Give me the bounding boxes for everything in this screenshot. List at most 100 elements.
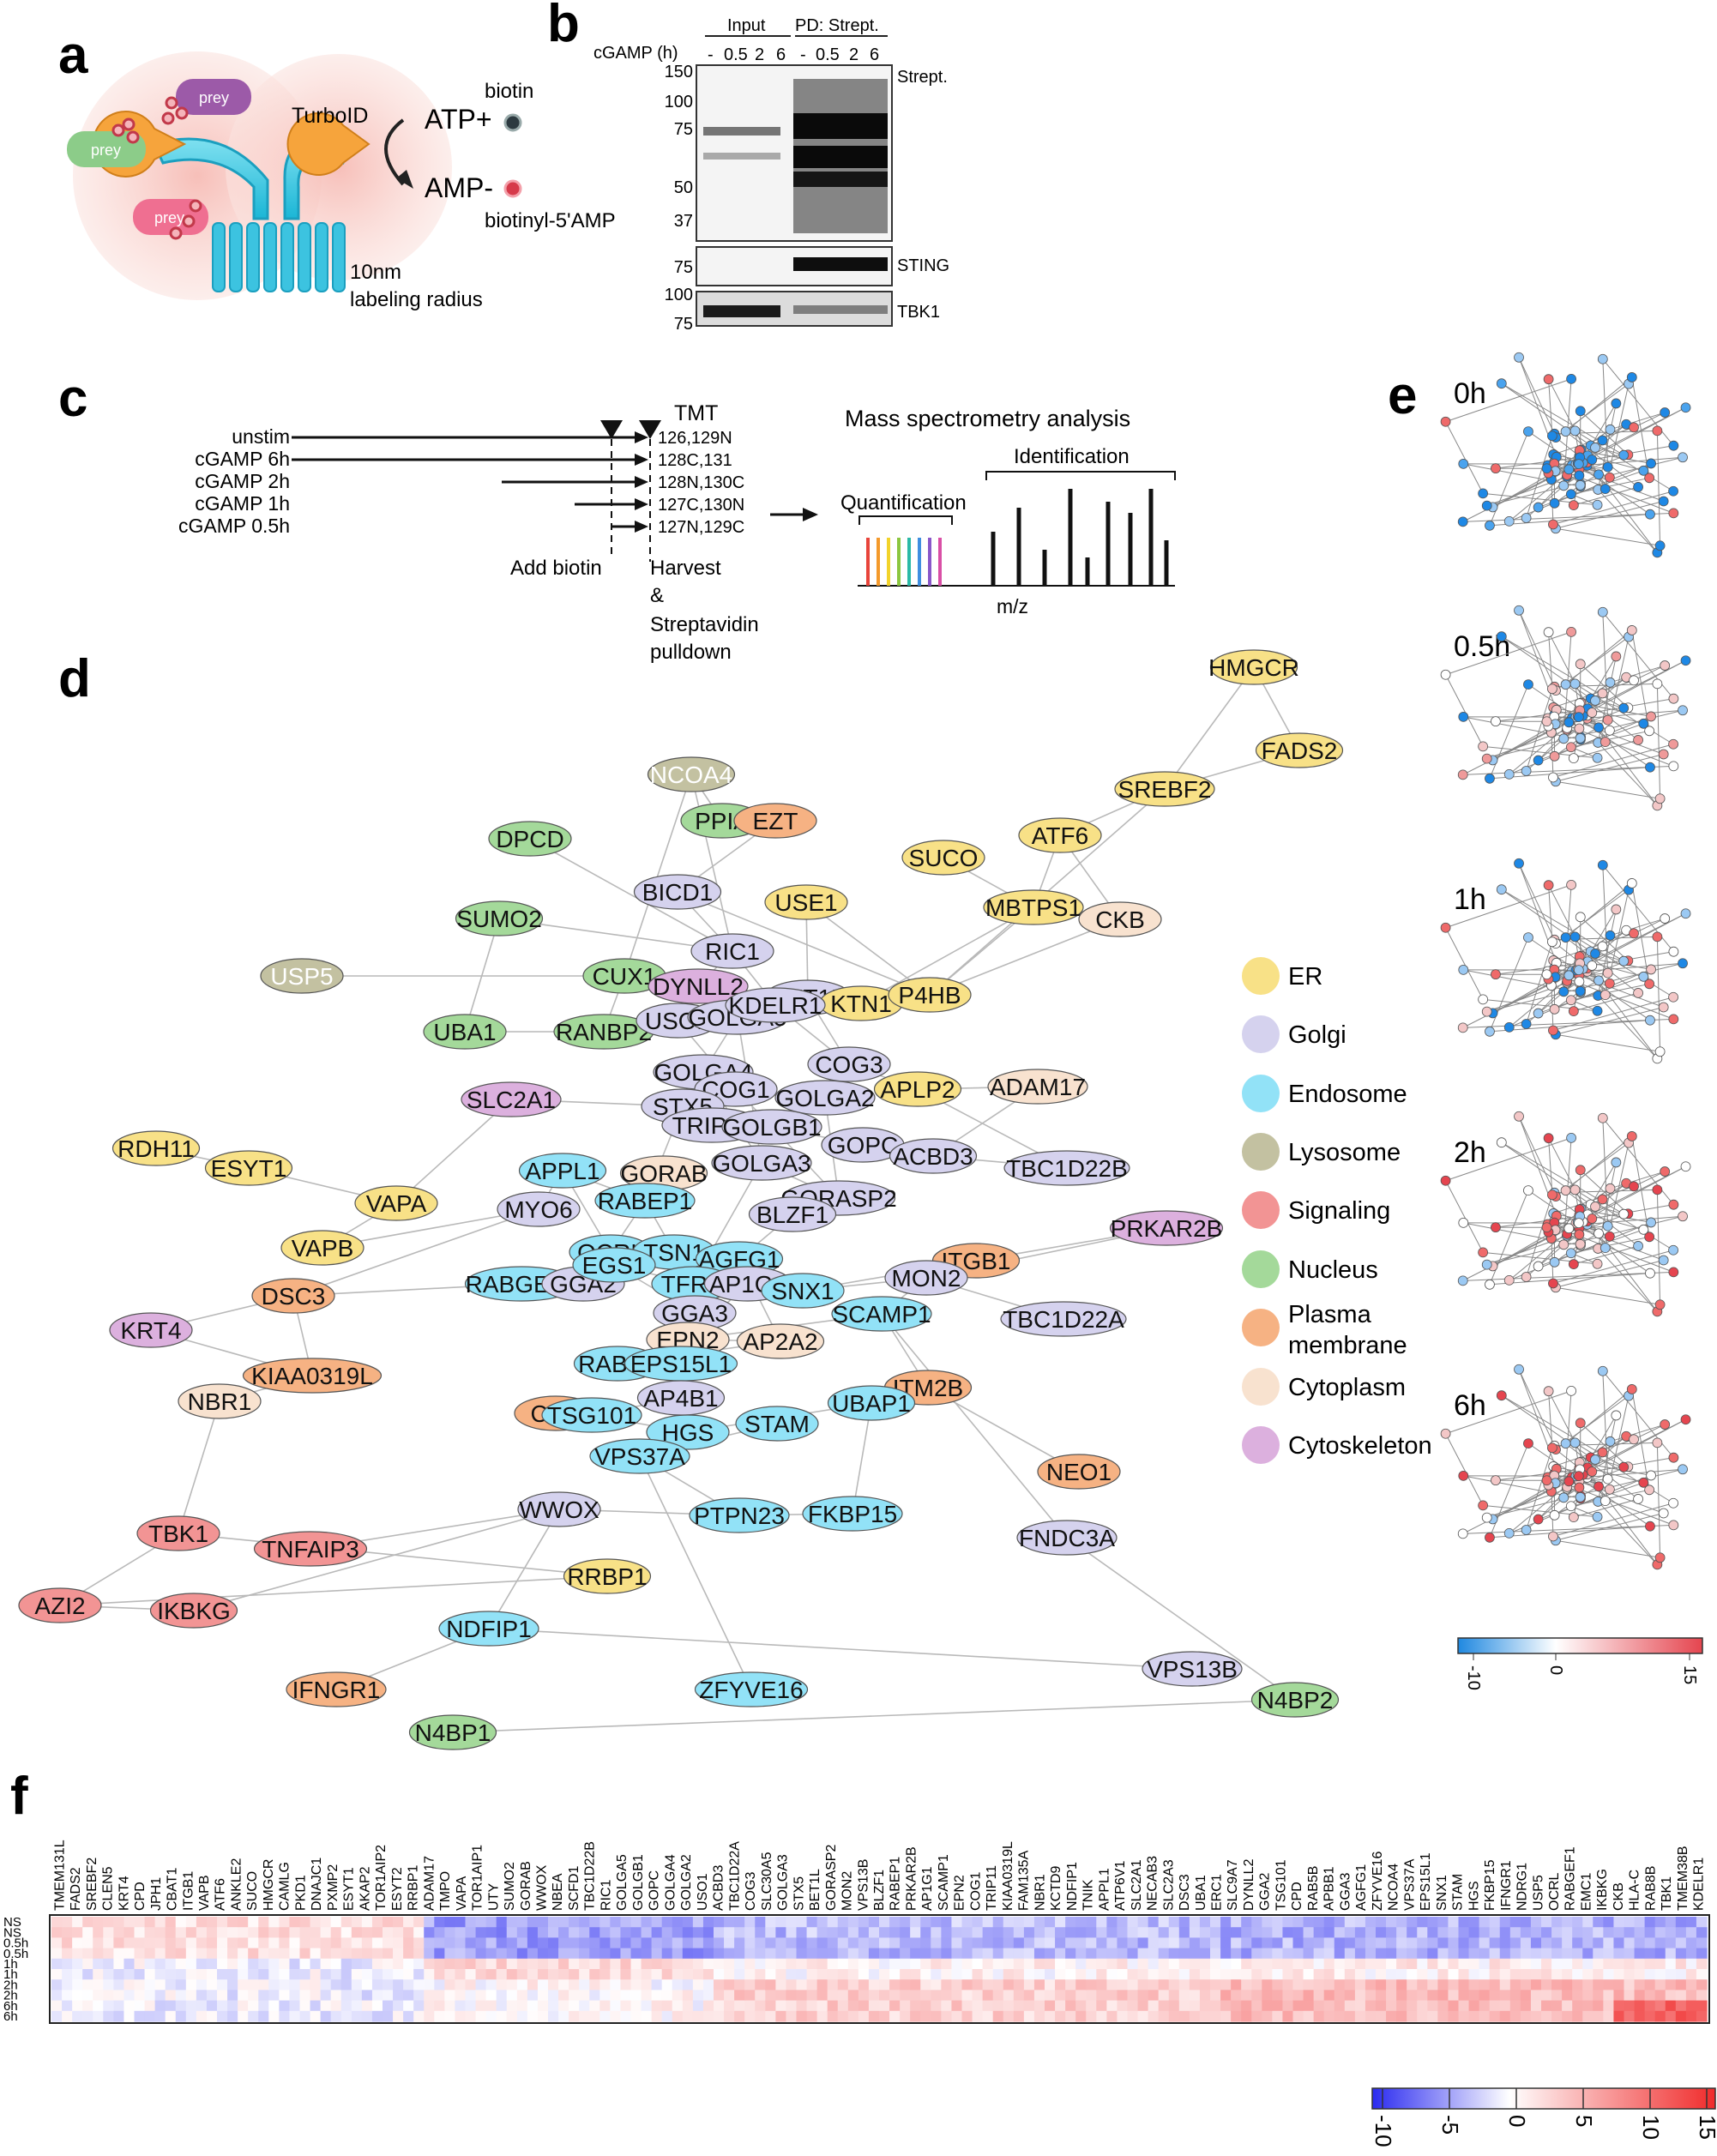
network-node[interactable]: TBC1D22A	[1000, 1301, 1127, 1337]
network-node[interactable]: DPCD	[488, 821, 572, 857]
heatmap-cell	[982, 1958, 994, 1970]
network-node[interactable]: BLZF1	[748, 1196, 837, 1232]
network-node[interactable]: EPS15L1	[624, 1346, 738, 1382]
network-node[interactable]: RRBP1	[563, 1558, 652, 1594]
network-node[interactable]: STAM	[735, 1406, 819, 1442]
heatmap-cell	[610, 1990, 622, 2002]
network-node[interactable]: RABEP1	[594, 1183, 696, 1219]
network-node[interactable]: GGA3	[653, 1295, 737, 1331]
network-node[interactable]: USP5	[260, 958, 344, 994]
network-node[interactable]: GOPC	[821, 1127, 905, 1163]
network-node[interactable]: N4BP2	[1250, 1682, 1340, 1718]
e-color-scale	[1457, 1637, 1703, 1654]
network-node[interactable]: APLP2	[873, 1071, 962, 1107]
network-node[interactable]: GORAB	[619, 1155, 708, 1191]
network-node[interactable]: ATF6	[1018, 817, 1102, 853]
network-node[interactable]: ZFYVE16	[694, 1671, 809, 1707]
network-node[interactable]: P4HB	[888, 977, 972, 1013]
network-node[interactable]: DSC3	[251, 1278, 335, 1314]
network-node[interactable]: TSG101	[541, 1397, 642, 1433]
network-node[interactable]: EGS1	[572, 1247, 656, 1283]
heatmap-cell	[1562, 1948, 1573, 1960]
network-node[interactable]: TNFAIP3	[253, 1531, 368, 1567]
network-node[interactable]: PTPN23	[689, 1497, 790, 1533]
heatmap-cell	[1489, 1969, 1501, 1980]
network-node[interactable]: SCAMP1	[831, 1296, 932, 1332]
heatmap-cell	[847, 2000, 859, 2012]
network-node[interactable]: SREBF2	[1114, 771, 1215, 807]
network-node[interactable]: NCOA4	[647, 756, 736, 792]
network-node[interactable]: UBA1	[423, 1014, 507, 1050]
heatmap-cell	[62, 1927, 73, 1938]
network-node[interactable]: AP2A2	[736, 1323, 825, 1359]
network-node[interactable]: APPL1	[518, 1153, 607, 1189]
network-node[interactable]: FADS2	[1255, 732, 1344, 768]
network-node[interactable]: CKB	[1078, 901, 1162, 937]
network-node[interactable]: PRKAR2B	[1109, 1210, 1224, 1246]
heatmap-cell	[775, 1958, 787, 1970]
network-node[interactable]: TBK1	[136, 1515, 220, 1551]
network-node[interactable]: ESYT1	[204, 1150, 293, 1186]
network-node[interactable]: MYO6	[497, 1191, 581, 1227]
network-node[interactable]: RIC1	[690, 933, 774, 969]
network-node[interactable]: HMGCR	[1208, 649, 1299, 685]
network-node[interactable]: SLC2A1	[461, 1081, 562, 1117]
network-node[interactable]: DYNLL2	[648, 968, 749, 1004]
heatmap-cell	[879, 1969, 890, 1980]
network-node[interactable]: VPS13B	[1142, 1651, 1243, 1687]
network-node[interactable]: AP4B1	[636, 1380, 726, 1416]
network-node[interactable]: TBC1D22B	[1003, 1150, 1130, 1186]
network-node[interactable]: MBTPS1	[983, 889, 1084, 925]
network-node[interactable]: COG3	[807, 1046, 891, 1082]
network-node[interactable]: USE1	[764, 884, 848, 920]
heatmap-cell	[506, 1917, 518, 1928]
heatmap-cell	[258, 1917, 269, 1928]
network-node[interactable]: KRT4	[109, 1312, 193, 1348]
heatmap-cell	[796, 2000, 808, 2012]
network-node[interactable]: KDELR1	[725, 987, 826, 1023]
mini-edge	[1548, 1138, 1553, 1195]
network-node[interactable]: SUMO2	[455, 900, 544, 936]
network-node[interactable]: CUX1	[582, 958, 666, 994]
heatmap-cell	[1396, 1969, 1407, 1980]
network-node[interactable]: IFNGR1	[286, 1671, 387, 1707]
network-node[interactable]: HGS	[646, 1414, 730, 1450]
network-node[interactable]: FNDC3A	[1016, 1520, 1118, 1556]
network-node[interactable]: VAPA	[354, 1185, 438, 1221]
heatmap-cell	[351, 1948, 363, 1960]
network-node[interactable]: BICD1	[633, 874, 722, 910]
network-node[interactable]: SUCO	[901, 840, 985, 876]
network-node[interactable]: KIAA0319L	[242, 1358, 383, 1394]
network-node[interactable]: IKBKG	[149, 1593, 238, 1629]
network-node[interactable]: RANBP2	[553, 1014, 654, 1050]
network-node[interactable]: UBAP1	[827, 1385, 916, 1421]
network-node[interactable]: KTN1	[819, 985, 903, 1021]
network-node[interactable]: EZT	[733, 803, 817, 839]
network-node[interactable]: N4BP1	[408, 1714, 497, 1750]
network-node[interactable]: NDFIP1	[438, 1611, 539, 1647]
network-node[interactable]: WWOX	[517, 1491, 601, 1527]
network-node[interactable]: RDH11	[111, 1130, 201, 1166]
network-node[interactable]: FKBP15	[802, 1496, 903, 1532]
node-ellipse	[260, 958, 344, 994]
network-node[interactable]: SNX1	[761, 1273, 845, 1309]
heatmap-cell	[1582, 1937, 1593, 1949]
lane-label: 6	[776, 45, 786, 64]
network-node[interactable]: GOLGB1	[721, 1109, 822, 1145]
network-node[interactable]: GOLGA3	[711, 1145, 812, 1181]
heatmap-cell	[1003, 1948, 1015, 1960]
heatmap-cell	[961, 1979, 973, 1990]
network-node[interactable]: NBR1	[178, 1383, 262, 1419]
network-node[interactable]: VPS37A	[589, 1438, 690, 1474]
network-node[interactable]: ADAM17	[987, 1069, 1088, 1105]
heatmap-cell	[1509, 1927, 1521, 1938]
network-node[interactable]: NEO1	[1037, 1454, 1121, 1490]
network-node[interactable]: ACBD3	[889, 1138, 978, 1174]
heatmap-cell	[579, 1990, 590, 2002]
network-node[interactable]: VAPB	[280, 1230, 364, 1266]
network-node[interactable]: MON2	[884, 1260, 968, 1296]
node-ellipse	[1109, 1210, 1224, 1246]
network-node[interactable]: GOLGA2	[774, 1080, 876, 1116]
heatmap-cell	[1468, 1937, 1480, 1949]
network-node[interactable]: AZI2	[18, 1587, 102, 1623]
